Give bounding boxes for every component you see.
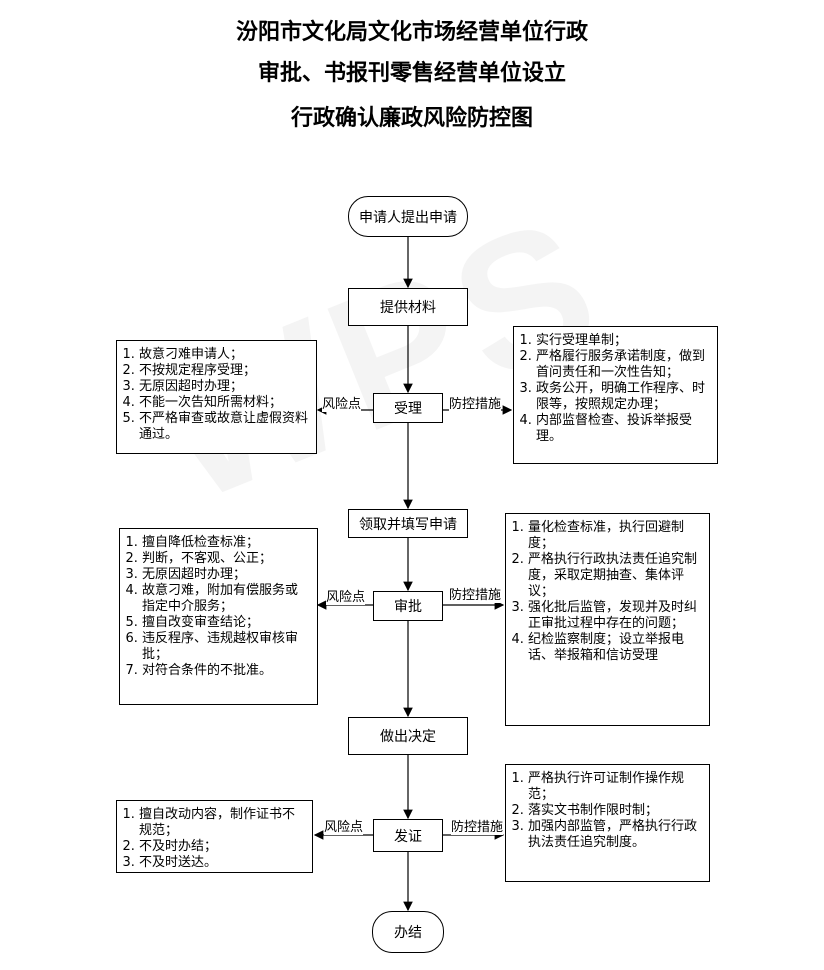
approve-risks-box: 擅自降低检查标准；判断，不客观、公正；无原因超时办理；故意刁难，附加有偿服务或指… (119, 528, 318, 705)
risk-label-approve: 风险点 (326, 586, 366, 605)
list-item: 违反程序、违规越权审核审批； (142, 631, 309, 663)
title-line-3: 行政确认廉政风险防控图 (290, 105, 533, 131)
list-item: 不及时送达。 (139, 855, 304, 871)
accept-risks-list: 故意刁难申请人；不按规定程序受理；无原因超时办理；不能一次告知所需材料；不严格审… (125, 347, 308, 443)
accept-node: 受理 (373, 393, 443, 423)
list-item: 政务公开，明确工作程序、时限等，按照规定办理； (536, 381, 709, 413)
list-item: 严格执行行政执法责任追究制度，采取定期抽查、集体评议； (528, 552, 701, 600)
end-node: 办结 (372, 911, 444, 953)
issue-risks-box: 擅自改动内容，制作证书不规范；不及时办结；不及时送达。 (116, 800, 313, 873)
issue-risks-list: 擅自改动内容，制作证书不规范；不及时办结；不及时送达。 (125, 807, 304, 871)
list-item: 严格履行服务承诺制度，做到首问责任和一次性告知； (536, 349, 709, 381)
risk-label-accept: 风险点 (322, 393, 362, 412)
list-item: 故意刁难，附加有偿服务或指定中介服务； (142, 583, 309, 615)
issue-controls-box: 严格执行许可证制作操作规范；落实文书制作限时制；加强内部监管，严格执行行政执法责… (505, 764, 710, 882)
approve-node: 审批 (373, 591, 443, 621)
list-item: 擅自降低检查标准； (142, 535, 309, 551)
list-item: 故意刁难申请人； (139, 347, 308, 363)
list-item: 不严格审查或故意让虚假资料通过。 (139, 411, 308, 443)
list-item: 擅自改动内容，制作证书不规范； (139, 807, 304, 839)
list-item: 不及时办结； (139, 839, 304, 855)
list-item: 内部监督检查、投诉举报受理。 (536, 413, 709, 445)
approve-controls-box: 量化检查标准，执行回避制度；严格执行行政执法责任追究制度，采取定期抽查、集体评议… (505, 513, 710, 726)
list-item: 擅自改变审查结论； (142, 615, 309, 631)
issue-certificate-node: 发证 (373, 819, 443, 852)
title-line-1: 汾阳市文化局文化市场经营单位行政 (235, 19, 588, 45)
list-item: 落实文书制作限时制； (528, 803, 701, 819)
collect-application-node: 领取并填写申请 (348, 509, 468, 538)
title-line-2: 审批、书报刊零售经营单位设立 (257, 60, 566, 86)
control-label-issue: 防控措施 (451, 816, 504, 835)
risk-label-issue: 风险点 (324, 816, 364, 835)
list-item: 量化检查标准，执行回避制度； (528, 520, 701, 552)
start-node: 申请人提出申请 (348, 196, 468, 237)
list-item: 加强内部监管，严格执行行政执法责任追究制度。 (528, 819, 701, 851)
accept-controls-list: 实行受理单制；严格履行服务承诺制度，做到首问责任和一次性告知；政务公开，明确工作… (522, 333, 709, 445)
list-item: 对符合条件的不批准。 (142, 663, 309, 679)
list-item: 实行受理单制； (536, 333, 709, 349)
decision-node: 做出决定 (348, 717, 468, 755)
list-item: 强化批后监管，发现并及时纠正审批过程中存在的问题； (528, 600, 701, 632)
list-item: 判断，不客观、公正； (142, 551, 309, 567)
list-item: 不按规定程序受理； (139, 363, 308, 379)
approve-risks-list: 擅自降低检查标准；判断，不客观、公正；无原因超时办理；故意刁难，附加有偿服务或指… (128, 535, 309, 679)
list-item: 纪检监察制度；设立举报电话、举报箱和信访受理 (528, 632, 701, 664)
list-item: 无原因超时办理； (142, 567, 309, 583)
list-item: 不能一次告知所需材料； (139, 395, 308, 411)
approve-controls-list: 量化检查标准，执行回避制度；严格执行行政执法责任追究制度，采取定期抽查、集体评议… (514, 520, 701, 664)
list-item: 严格执行许可证制作操作规范； (528, 771, 701, 803)
accept-controls-box: 实行受理单制；严格履行服务承诺制度，做到首问责任和一次性告知；政务公开，明确工作… (513, 326, 718, 464)
provide-materials-node: 提供材料 (348, 288, 468, 326)
accept-risks-box: 故意刁难申请人；不按规定程序受理；无原因超时办理；不能一次告知所需材料；不严格审… (116, 340, 317, 454)
control-label-accept: 防控措施 (449, 393, 502, 412)
issue-controls-list: 严格执行许可证制作操作规范；落实文书制作限时制；加强内部监管，严格执行行政执法责… (514, 771, 701, 851)
control-label-approve: 防控措施 (449, 584, 502, 603)
list-item: 无原因超时办理； (139, 379, 308, 395)
